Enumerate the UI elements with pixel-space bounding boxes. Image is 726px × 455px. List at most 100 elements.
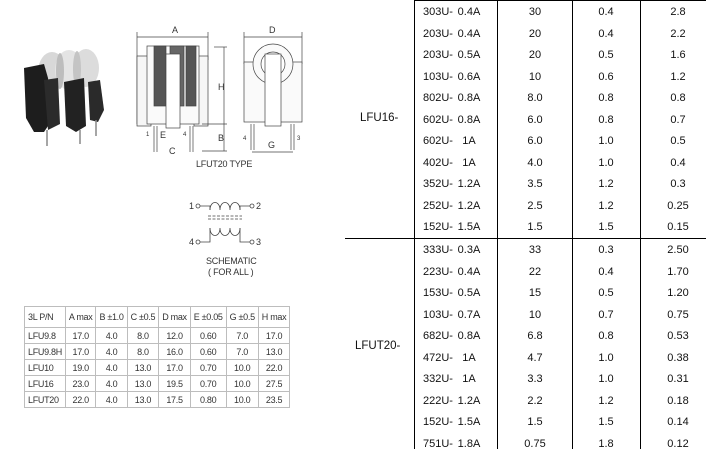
rated-current-cell: 0.8A: [439, 330, 499, 342]
inductance-cell: 3.3: [505, 373, 565, 385]
rated-current-cell: 0.5A: [439, 49, 499, 61]
rated-current-cell: 1A: [439, 157, 499, 169]
inductance-cell: 0.75: [505, 438, 565, 450]
schematic-pin-2: 2: [256, 201, 261, 211]
dimension-value-cell: 22.0: [65, 392, 96, 408]
part-number-cell: LFU9.8: [25, 328, 66, 344]
current-cell: 0.4: [576, 28, 636, 40]
dimension-value-cell: 8.0: [127, 328, 159, 344]
resistance-cell: 0.12: [648, 438, 708, 450]
current-cell: 0.7: [576, 309, 636, 321]
inductance-cell: 4.0: [505, 157, 565, 169]
rated-current-cell: 0.4A: [439, 28, 499, 40]
inductance-cell: 4.7: [505, 352, 565, 364]
rated-current-cell: 1.2A: [439, 395, 499, 407]
pin-label-4: 4: [183, 132, 187, 138]
inductance-cell: 3.5: [505, 178, 565, 190]
dimension-value-cell: 17.0: [159, 360, 191, 376]
current-cell: 0.6: [576, 71, 636, 83]
resistance-cell: 0.25: [648, 200, 708, 212]
inductance-cell: 30: [505, 6, 565, 18]
rated-current-cell: 0.3A: [439, 244, 499, 256]
resistance-cell: 1.70: [648, 266, 708, 278]
rated-current-cell: 0.7A: [439, 309, 499, 321]
rated-current-cell: 1.5A: [439, 416, 499, 428]
dimension-value-cell: 23.5: [258, 392, 290, 408]
inductance-cell: 6.8: [505, 330, 565, 342]
inductance-cell: 10: [505, 71, 565, 83]
inductance-cell: 10: [505, 309, 565, 321]
schematic-symbol: 1 2 4 3: [186, 196, 270, 248]
resistance-cell: 0.15: [648, 221, 708, 233]
pin-label-1: 1: [146, 132, 150, 138]
product-photo: [14, 40, 114, 150]
current-cell: 1.2: [576, 395, 636, 407]
dimension-value-cell: 4.0: [96, 328, 127, 344]
rated-current-cell: 1.8A: [439, 438, 499, 450]
rated-current-cell: 1A: [439, 135, 499, 147]
dimension-value-cell: 0.60: [190, 328, 226, 344]
schematic-caption-line2: ( FOR ALL ): [208, 267, 253, 277]
dimension-value-cell: 17.0: [258, 328, 290, 344]
rated-current-cell: 0.4A: [439, 6, 499, 18]
dimension-value-cell: 0.80: [190, 392, 226, 408]
series-group-label: LFU16-: [360, 112, 398, 124]
dimension-value-cell: 17.0: [65, 328, 96, 344]
inductance-cell: 8.0: [505, 92, 565, 104]
resistance-cell: 0.5: [648, 135, 708, 147]
inductance-cell: 1.5: [505, 221, 565, 233]
dimension-value-cell: 19.5: [159, 376, 191, 392]
pin-label-4-front: 4: [243, 136, 247, 142]
current-cell: 0.8: [576, 330, 636, 342]
resistance-cell: 0.8: [648, 92, 708, 104]
current-cell: 0.8: [576, 114, 636, 126]
current-cell: 1.8: [576, 438, 636, 450]
current-cell: 0.4: [576, 266, 636, 278]
dimension-value-cell: 13.0: [258, 344, 290, 360]
dimension-value-cell: 4.0: [96, 344, 127, 360]
dim-label-a: A: [172, 25, 178, 35]
dim-label-g: G: [268, 140, 275, 150]
resistance-cell: 0.3: [648, 178, 708, 190]
part-number-cell: LFUT20: [25, 392, 66, 408]
dimension-header-cell: G ±0.5: [226, 307, 258, 328]
series-group-label: LFUT20-: [355, 340, 400, 352]
inductance-cell: 15: [505, 287, 565, 299]
current-cell: 1.0: [576, 373, 636, 385]
pin-label-3: 3: [297, 136, 301, 142]
rated-current-cell: 0.6A: [439, 71, 499, 83]
table-row-divider: [414, 0, 706, 1]
dimension-header-cell: A max: [65, 307, 96, 328]
dimension-header-cell: C ±0.5: [127, 307, 159, 328]
dimension-value-cell: 16.0: [159, 344, 191, 360]
current-cell: 1.0: [576, 157, 636, 169]
dimension-value-cell: 27.5: [258, 376, 290, 392]
inductance-cell: 33: [505, 244, 565, 256]
dim-label-h: H: [218, 82, 225, 92]
current-cell: 0.5: [576, 287, 636, 299]
part-number-cell: LFU9.8H: [25, 344, 66, 360]
dimension-value-cell: 17.0: [65, 344, 96, 360]
resistance-cell: 0.31: [648, 373, 708, 385]
resistance-cell: 2.50: [648, 244, 708, 256]
dimension-value-cell: 13.0: [127, 392, 159, 408]
dimension-value-cell: 12.0: [159, 328, 191, 344]
schematic-pin-4: 4: [189, 237, 194, 247]
side-view-drawing: A H B E C 1 4: [132, 24, 232, 156]
inductance-cell: 1.5: [505, 416, 565, 428]
schematic-caption-line1: SCHEMATIC: [206, 256, 257, 266]
resistance-cell: 2.8: [648, 6, 708, 18]
